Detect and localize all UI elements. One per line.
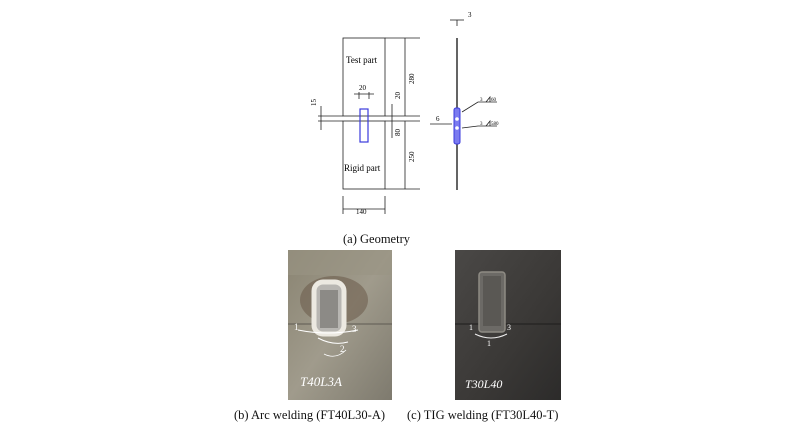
tig-annotation-1: 1 [469, 323, 473, 332]
arc-welding-caption: (b) Arc welding (FT40L30-A) [234, 408, 386, 422]
rigid-part-plate [342, 120, 386, 190]
dim-20-right: 20 [394, 92, 402, 100]
dim-6: 6 [436, 115, 440, 123]
geometry-drawing: Test part Rigid part 20 280 20 80 250 15… [310, 11, 499, 216]
arc-annotation-3: 3 [352, 324, 357, 334]
tig-welding-photo: 1 3 1 T30L40 [455, 250, 561, 400]
geometry-caption: (a) Geometry [343, 232, 410, 246]
tig-annotation-1b: 1 [487, 339, 491, 348]
tig-specimen-marking: T30L40 [465, 377, 502, 391]
weld-2-size: 3 [480, 122, 483, 127]
dim-140: 140 [356, 208, 367, 216]
test-part-plate [342, 37, 386, 117]
weld-1-length: 60 [491, 98, 497, 103]
tig-welding-caption: (c) TIG welding (FT30L40-T) [407, 408, 559, 422]
dim-15: 15 [310, 99, 318, 107]
tig-annotation-3: 3 [507, 323, 511, 332]
side-weld-bead [453, 107, 461, 145]
dim-80: 80 [394, 129, 402, 137]
attachment-outline [359, 108, 369, 143]
weld-1-size: 3 [480, 98, 483, 103]
dim-3-top: 3 [468, 11, 472, 19]
dim-20-top: 20 [359, 84, 367, 92]
dim-280: 280 [408, 73, 416, 84]
test-part-label: Test part [346, 55, 378, 65]
arc-welding-photo: 1 3 2 T40L3A [288, 250, 392, 400]
arc-annotation-1: 1 [294, 322, 299, 332]
dim-250: 250 [408, 151, 416, 162]
rigid-part-label: Rigid part [344, 163, 381, 173]
arc-specimen-marking: T40L3A [300, 374, 342, 389]
arc-annotation-2: 2 [340, 344, 345, 354]
weld-2-length: 580 [491, 122, 499, 127]
